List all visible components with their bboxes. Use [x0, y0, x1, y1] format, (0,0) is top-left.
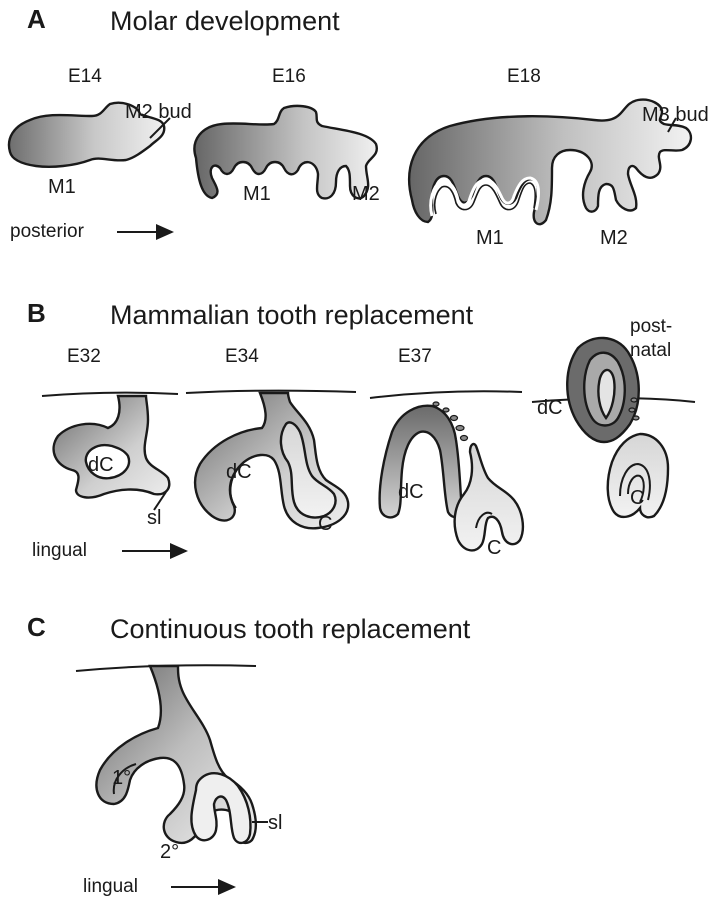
panel-a-letter: A [27, 4, 46, 34]
postnatal-fragment [633, 416, 639, 420]
e16-m2-label: M2 [352, 183, 380, 205]
postnatal-fragment [629, 408, 635, 412]
postnatal-c-label: C [630, 487, 644, 509]
c-second-label: 2° [160, 841, 179, 863]
c-first-label: 1° [112, 767, 131, 789]
b-surface-line-3 [370, 391, 522, 398]
e37-fragment [443, 408, 449, 412]
e18-m3bud-label: M3 bud [642, 104, 709, 126]
e34-c-label: C [318, 513, 332, 535]
e32-sl-label: sl [147, 507, 161, 529]
c-sl-label: sl [268, 812, 282, 834]
e16-molar-shape [194, 106, 376, 198]
panel-b: B Mammalian tooth replacement E32 E34 E3… [27, 298, 695, 561]
stage-postnatal-2: natal [630, 340, 671, 361]
stage-e34: E34 [225, 346, 259, 367]
stage-e32: E32 [67, 346, 101, 367]
stage-e14: E14 [68, 66, 102, 87]
e37-fragment [461, 436, 468, 441]
stage-e37: E37 [398, 346, 432, 367]
panel-c: C Continuous tooth replacement 1° 2° sl … [27, 612, 471, 897]
panel-a-title: Molar development [110, 6, 340, 36]
panel-b-letter: B [27, 298, 46, 328]
e37-c-label: C [487, 537, 501, 559]
e37-c-shape [455, 444, 523, 550]
e18-m2-label: M2 [600, 227, 628, 249]
lingual-label-b: lingual [32, 540, 87, 561]
e37-fragment [456, 426, 464, 431]
postnatal-dc-label: dC [537, 397, 563, 419]
e37-dc-label: dC [398, 481, 424, 503]
e37-fragment [433, 402, 439, 406]
stage-e18: E18 [507, 66, 541, 87]
e16-m1-label: M1 [243, 183, 271, 205]
lingual-label-c: lingual [83, 876, 138, 897]
postnatal-fragment [631, 398, 637, 402]
e18-m1-label: M1 [476, 227, 504, 249]
posterior-label: posterior [10, 221, 85, 242]
stage-e16: E16 [272, 66, 306, 87]
panel-c-letter: C [27, 612, 46, 642]
panel-a: A Molar development E14 E16 E18 M1 M2 bu… [9, 4, 709, 249]
e37-fragment [451, 416, 458, 421]
panel-c-title: Continuous tooth replacement [110, 614, 471, 644]
e32-dc-label: dC [88, 454, 114, 476]
stage-postnatal-1: post- [630, 316, 672, 337]
e34-dc-label: dC [226, 461, 252, 483]
b-surface-line-1 [42, 393, 178, 396]
e14-m1-label: M1 [48, 176, 76, 198]
e14-m2bud-label: M2 bud [125, 101, 192, 123]
panel-b-title: Mammalian tooth replacement [110, 300, 474, 330]
